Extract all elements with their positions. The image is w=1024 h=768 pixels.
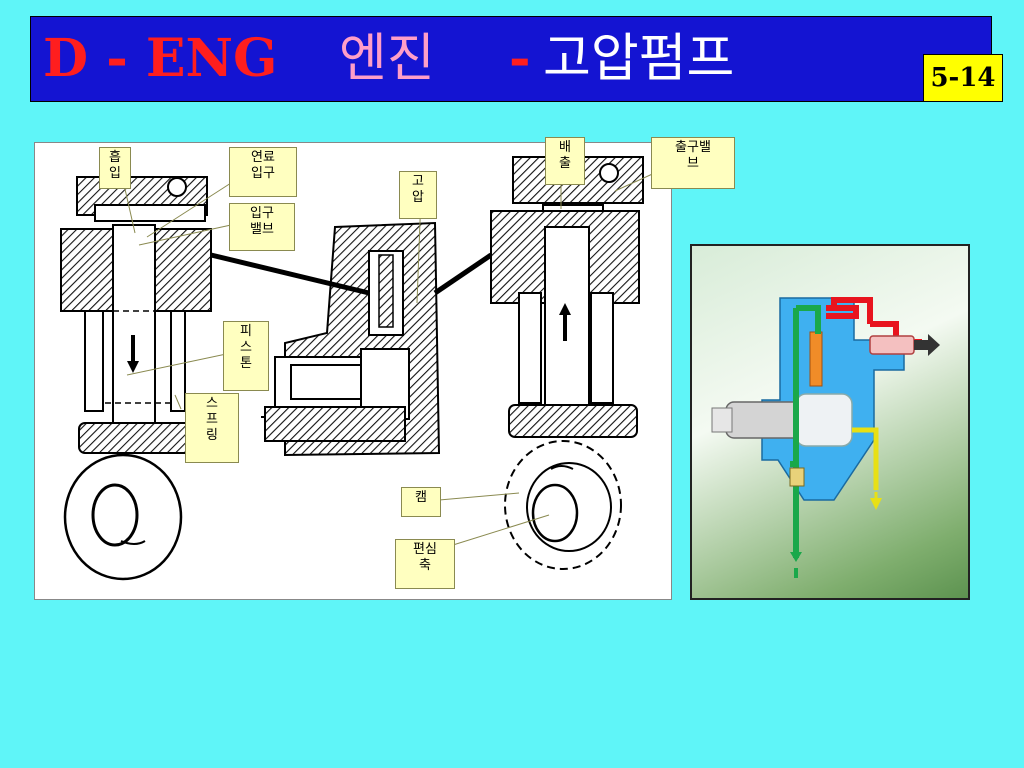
right-pump-section bbox=[490, 156, 644, 570]
title-dash: - bbox=[509, 28, 531, 89]
callout-piston: 피 스 톤 bbox=[223, 321, 269, 391]
callout-eccentric-shaft: 편심 축 bbox=[395, 539, 455, 589]
center-pump-housing bbox=[261, 221, 441, 457]
callout-piston-text: 피 스 톤 bbox=[240, 324, 252, 371]
low-pressure-line bbox=[790, 305, 821, 558]
title-pump: 고압펌프 bbox=[543, 29, 735, 89]
pump-flow-illustration bbox=[690, 244, 970, 600]
callout-cam: 캠 bbox=[401, 487, 441, 517]
callout-intake-text: 흡 입 bbox=[109, 150, 121, 181]
callout-outlet-valve-text: 출구밸 브 bbox=[675, 140, 711, 171]
title-engine: 엔진 bbox=[339, 29, 435, 89]
callout-discharge: 배 출 bbox=[545, 137, 585, 185]
return-line bbox=[852, 427, 879, 490]
pump-cross-section-drawing bbox=[60, 156, 660, 581]
callout-high-pressure-text: 고 압 bbox=[412, 174, 424, 205]
callout-spring: 스 프 링 bbox=[185, 393, 239, 463]
callout-eccentric-shaft-text: 편심 축 bbox=[413, 542, 437, 573]
title-eng: D - ENG bbox=[43, 28, 278, 89]
callout-cam-text: 캠 bbox=[415, 490, 427, 505]
title-bar: D - ENG 엔진 - 고압펌프 5-14 bbox=[30, 16, 1003, 102]
callout-inlet-valve-text: 입구 밸브 bbox=[250, 206, 274, 237]
callout-fuel-inlet-text: 연료 입구 bbox=[251, 150, 275, 181]
callout-high-pressure: 고 압 bbox=[399, 171, 437, 219]
callout-outlet-valve: 출구밸 브 bbox=[651, 137, 735, 189]
callout-fuel-inlet: 연료 입구 bbox=[229, 147, 297, 197]
callout-discharge-text: 배 출 bbox=[559, 140, 571, 171]
left-pump-section bbox=[60, 176, 212, 581]
callout-inlet-valve: 입구 밸브 bbox=[229, 203, 295, 251]
callout-spring-text: 스 프 링 bbox=[206, 396, 218, 443]
pump-cross-section-diagram: 흡 입 연료 입구 입구 밸브 피 스 톤 스 프 링 고 압 배 출 출구밸 … bbox=[34, 137, 735, 600]
piston-shape bbox=[809, 331, 823, 387]
pump-flow-drawing bbox=[711, 297, 940, 578]
page-number-badge: 5-14 bbox=[923, 54, 1003, 102]
callout-intake: 흡 입 bbox=[99, 147, 131, 189]
discharge-arrow-icon bbox=[928, 334, 940, 356]
